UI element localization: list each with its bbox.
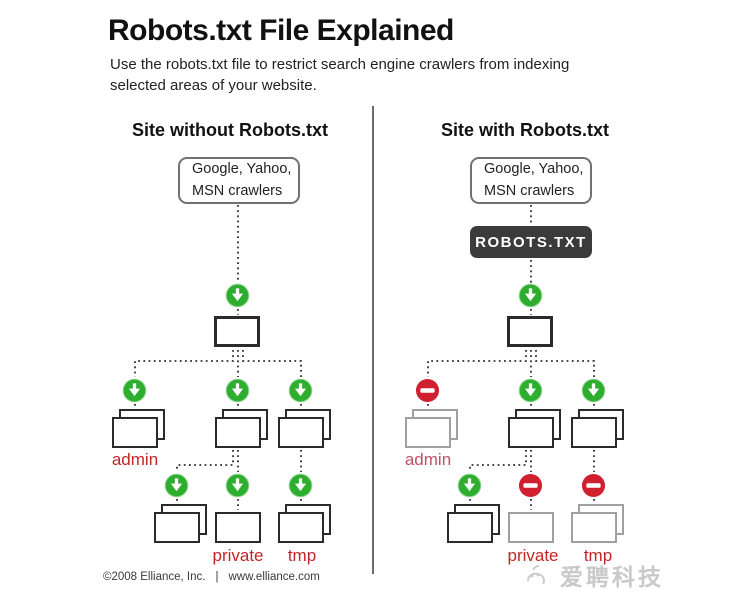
folder-admin — [112, 409, 165, 448]
footer-url: www.elliance.com — [228, 571, 320, 583]
folder-node — [571, 409, 624, 448]
watermark: 爱聘科技 — [518, 558, 664, 591]
allow-arrow-icon — [288, 473, 313, 498]
allow-arrow-icon — [122, 378, 147, 403]
crawler-box-line2: MSN crawlers — [484, 182, 575, 199]
allow-arrow-icon — [225, 378, 250, 403]
page-title: Robots.txt File Explained — [108, 14, 454, 47]
footer-separator: | — [215, 571, 219, 583]
folder-label-private: private — [507, 546, 559, 565]
deny-no-entry-icon — [581, 473, 606, 498]
folder-admin-blocked — [405, 409, 458, 448]
crawler-box-line2: MSN crawlers — [192, 182, 283, 199]
right-site-root-box — [507, 316, 553, 347]
folder-private-blocked — [508, 512, 554, 543]
folder-tmp-blocked — [571, 504, 624, 543]
footer: ©2008 Elliance, Inc. | www.elliance.com — [103, 571, 320, 583]
folder-node — [154, 504, 207, 543]
allow-arrow-icon — [581, 378, 606, 403]
folder-label-admin: admin — [111, 450, 159, 469]
right-panel-heading: Site with Robots.txt — [441, 120, 609, 140]
folder-label-tmp: tmp — [287, 546, 317, 565]
left-site-root-box — [214, 316, 260, 347]
footer-copyright: ©2008 Elliance, Inc. — [103, 571, 206, 583]
folder-node — [508, 409, 561, 448]
allow-arrow-icon — [288, 378, 313, 403]
folder-node — [447, 504, 500, 543]
allow-arrow-icon — [518, 283, 543, 308]
allow-arrow-icon — [225, 473, 250, 498]
crawler-box-line1: Google, Yahoo, — [484, 161, 584, 178]
allow-arrow-icon — [518, 378, 543, 403]
folder-label-admin: admin — [404, 450, 452, 469]
deny-no-entry-icon — [415, 378, 440, 403]
allow-arrow-icon — [225, 283, 250, 308]
folder-tmp — [278, 504, 331, 543]
deny-no-entry-icon — [518, 473, 543, 498]
left-panel-heading: Site without Robots.txt — [132, 120, 328, 140]
folder-private — [215, 512, 261, 543]
folder-node — [215, 409, 268, 448]
allow-arrow-icon — [457, 473, 482, 498]
folder-label-private: private — [212, 546, 264, 565]
right-crawlers-box: Google, Yahoo, MSN crawlers — [470, 157, 592, 204]
allow-arrow-icon — [164, 473, 189, 498]
watermark-logo-icon — [527, 565, 545, 585]
watermark-text: 爱聘科技 — [560, 564, 664, 590]
folder-label-tmp: tmp — [583, 546, 613, 565]
page-subtitle: Use the robots.txt file to restrict sear… — [110, 56, 570, 94]
robots-txt-badge: ROBOTS.TXT — [470, 226, 592, 258]
left-crawlers-box: Google, Yahoo, MSN crawlers — [178, 157, 300, 204]
crawler-box-line1: Google, Yahoo, — [192, 161, 292, 178]
folder-node — [278, 409, 331, 448]
